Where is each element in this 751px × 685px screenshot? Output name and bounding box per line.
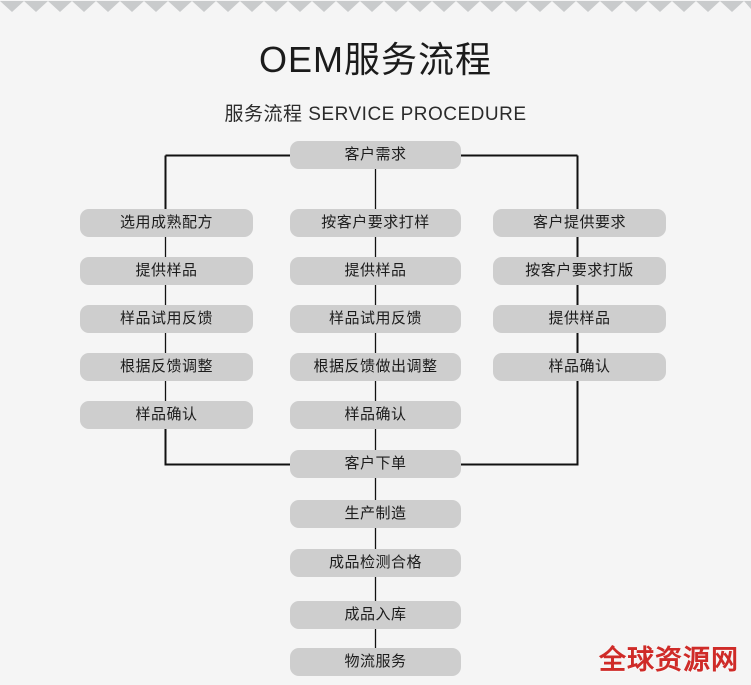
node-left-4[interactable]: 根据反馈调整 [80, 353, 253, 381]
site-watermark: 全球资源网 [599, 645, 739, 675]
node-middle-4[interactable]: 根据反馈做出调整 [290, 353, 461, 381]
node-merge-customer-order[interactable]: 客户下单 [290, 450, 461, 478]
node-middle-1[interactable]: 按客户要求打样 [290, 209, 461, 237]
node-left-1[interactable]: 选用成熟配方 [80, 209, 253, 237]
node-right-2[interactable]: 按客户要求打版 [493, 257, 666, 285]
node-middle-5[interactable]: 样品确认 [290, 401, 461, 429]
node-left-3[interactable]: 样品试用反馈 [80, 305, 253, 333]
page-title: OEM服务流程 [258, 39, 492, 80]
node-tail-4[interactable]: 物流服务 [290, 648, 461, 676]
node-right-1[interactable]: 客户提供要求 [493, 209, 666, 237]
node-tail-2[interactable]: 成品检测合格 [290, 549, 461, 577]
node-right-3[interactable]: 提供样品 [493, 305, 666, 333]
node-middle-2[interactable]: 提供样品 [290, 257, 461, 285]
page-subtitle: 服务流程 SERVICE PROCEDURE [224, 104, 527, 125]
node-tail-3[interactable]: 成品入库 [290, 601, 461, 629]
node-left-5[interactable]: 样品确认 [80, 401, 253, 429]
node-left-2[interactable]: 提供样品 [80, 257, 253, 285]
zigzag-border-decoration [0, 0, 751, 12]
node-middle-3[interactable]: 样品试用反馈 [290, 305, 461, 333]
node-tail-1[interactable]: 生产制造 [290, 500, 461, 528]
node-right-4[interactable]: 样品确认 [493, 353, 666, 381]
node-root-customer-demand[interactable]: 客户需求 [290, 141, 461, 169]
